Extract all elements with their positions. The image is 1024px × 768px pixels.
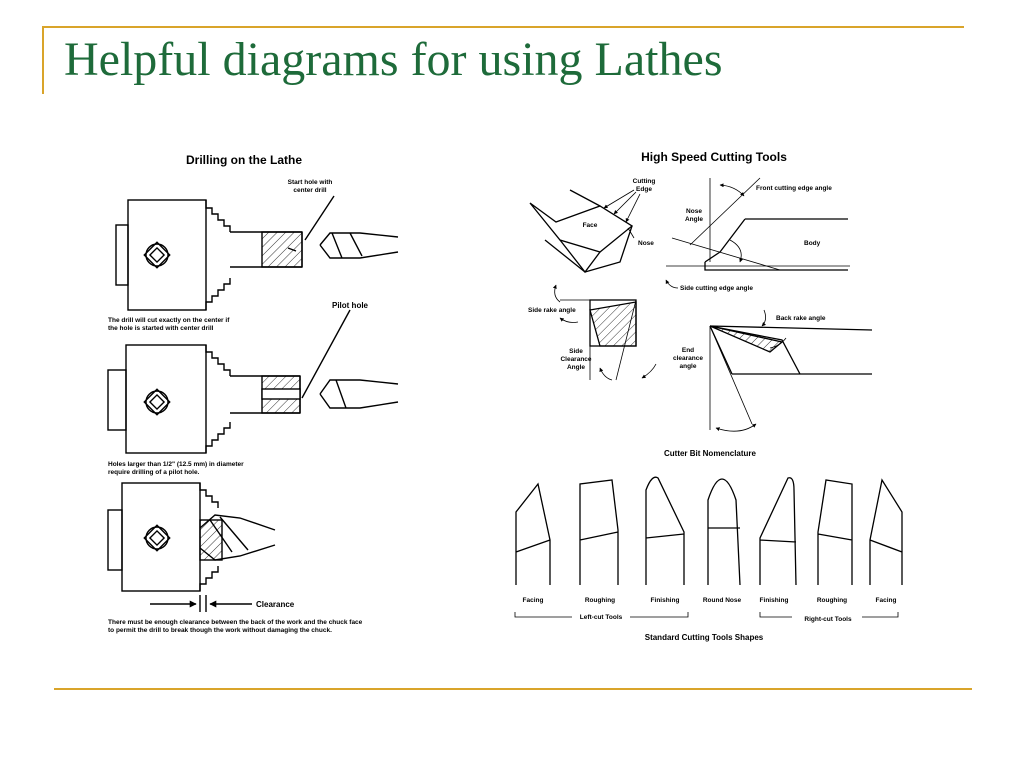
caption3-line2: to permit the drill to break though the … — [108, 627, 332, 634]
shape-label-2: Roughing — [585, 597, 615, 604]
end-clearance-label-line3: angle — [680, 363, 697, 370]
cutter-bit-shapes — [515, 476, 903, 586]
shape-roughing-left — [579, 479, 619, 585]
shape-roughing-right — [817, 479, 853, 585]
drilling-diagram-center-drill — [115, 195, 399, 311]
shape-facing-right — [869, 478, 903, 585]
shape-label-5: Finishing — [760, 597, 789, 604]
start-hole-label-line1: Start hole with — [288, 179, 333, 186]
drilling-heading: Drilling on the Lathe — [186, 153, 302, 167]
right-cut-tools-label: Right-cut Tools — [804, 616, 852, 623]
side-clearance-label-line1: Side — [569, 348, 583, 355]
standard-shapes-footer: Standard Cutting Tools Shapes — [645, 633, 764, 642]
cutting-edge-pointers — [603, 189, 641, 239]
front-cutting-edge-angle-label: Front cutting edge angle — [756, 185, 832, 192]
top-accent-rule — [42, 26, 964, 28]
end-clearance-label-line2: clearance — [673, 355, 703, 362]
pilot-hole-label: Pilot hole — [332, 301, 369, 310]
cutting-edge-label-line2: Edge — [636, 186, 652, 193]
group-brackets — [514, 612, 899, 618]
end-clearance-view — [709, 309, 873, 432]
drilling-panel: Drilling on the Lathe Start hole with ce… — [107, 153, 399, 634]
side-rake-section — [552, 284, 657, 381]
drilling-diagram-pilot-hole — [107, 309, 399, 454]
nomenclature-heading: Cutter Bit Nomenclature — [664, 449, 757, 458]
shape-round-nose — [707, 478, 741, 586]
caption3-line1: There must be enough clearance between t… — [108, 619, 363, 626]
shape-label-6: Roughing — [817, 597, 847, 604]
face-label: Face — [583, 222, 598, 229]
side-cutting-edge-angle-label: Side cutting edge angle — [680, 285, 753, 292]
shape-label-7: Facing — [876, 597, 897, 604]
slide-title: Helpful diagrams for using Lathes — [64, 33, 723, 86]
shape-finishing-left — [645, 476, 685, 585]
end-clearance-label-line1: End — [682, 347, 694, 354]
caption1-line2: the hole is started with center drill — [108, 325, 214, 332]
side-clearance-label-line3: Angle — [567, 364, 585, 371]
tool-bit-perspective — [529, 189, 634, 274]
nose-angle-label-line1: Nose — [686, 208, 702, 215]
left-cut-tools-label: Left-cut Tools — [580, 614, 623, 621]
caption1-line1: The drill will cut exactly on the center… — [108, 317, 230, 324]
title-accent-bar — [42, 26, 44, 94]
clearance-label: Clearance — [256, 600, 295, 609]
start-hole-label-line2: center drill — [293, 187, 326, 194]
cutting-edge-label-line1: Cutting — [633, 178, 656, 185]
side-clearance-label-line2: Clearance — [560, 356, 591, 363]
back-rake-angle-label: Back rake angle — [776, 315, 826, 322]
drilling-diagram-clearance — [107, 482, 276, 612]
shape-label-4: Round Nose — [703, 597, 742, 604]
bottom-accent-rule — [54, 688, 972, 690]
cutting-tools-heading: High Speed Cutting Tools — [641, 150, 787, 164]
caption2-line1: Holes larger than 1/2" (12.5 mm) in diam… — [108, 461, 244, 468]
tool-top-view — [665, 177, 850, 289]
caption2-line2: require drilling of a pilot hole. — [108, 469, 200, 476]
side-rake-angle-label: Side rake angle — [528, 307, 576, 314]
shape-finishing-right — [759, 477, 797, 586]
body-label: Body — [804, 240, 821, 247]
shape-facing-left — [515, 482, 551, 585]
nose-angle-label-line2: Angle — [685, 216, 703, 223]
cutting-tools-panel: High Speed Cutting Tools Face Cutting Ed… — [514, 150, 903, 642]
shape-label-1: Facing — [523, 597, 544, 604]
shape-label-3: Finishing — [651, 597, 680, 604]
nose-label: Nose — [638, 240, 654, 247]
